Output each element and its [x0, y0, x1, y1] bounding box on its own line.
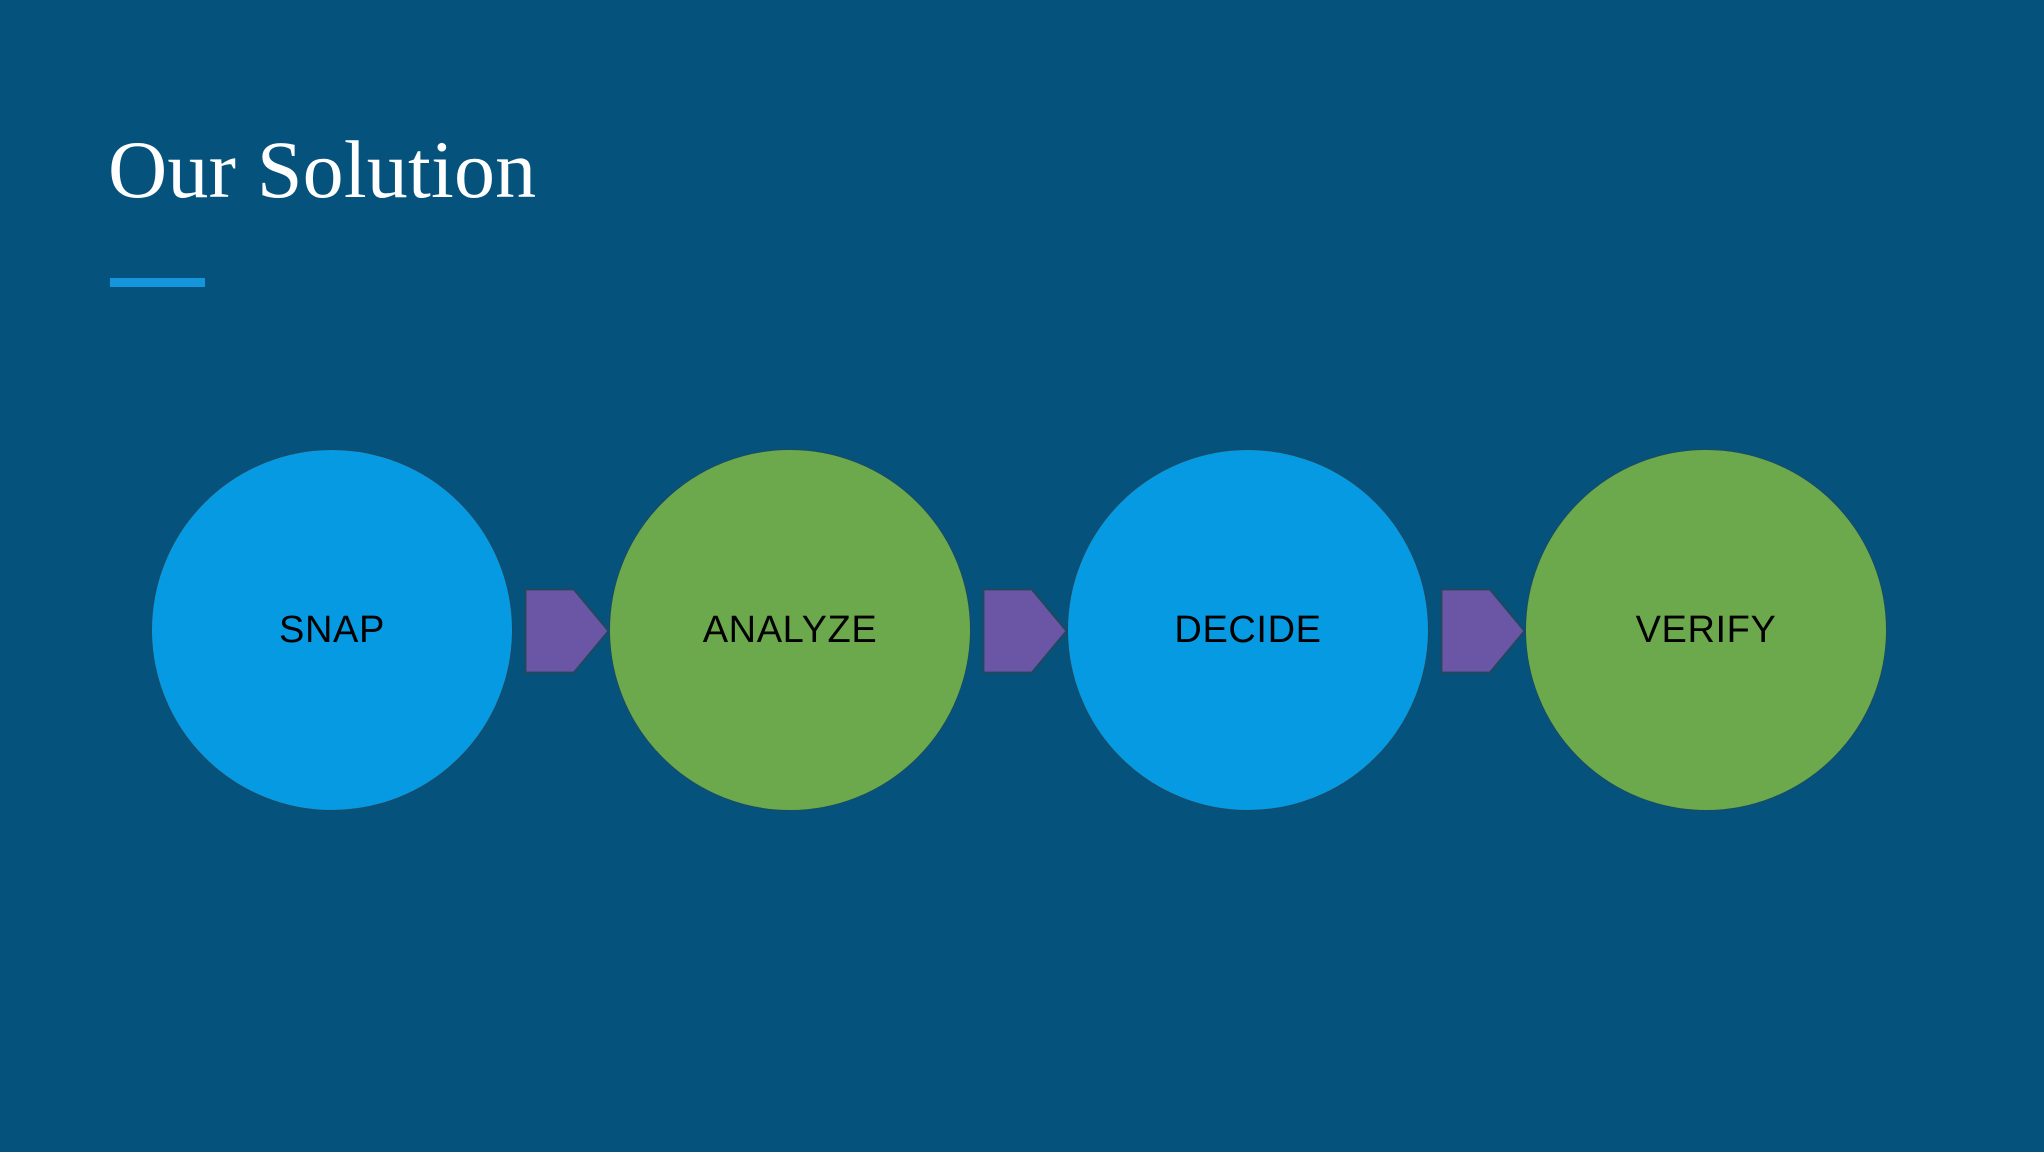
process-step-verify[interactable]: VERIFY: [1525, 449, 1887, 811]
title-block: Our Solution: [108, 124, 1308, 287]
arrow-right-icon: [524, 588, 611, 675]
process-step-label: VERIFY: [1635, 609, 1777, 651]
page-title: Our Solution: [108, 124, 537, 215]
process-step-label: SNAP: [279, 609, 385, 651]
process-step-label: ANALYZE: [702, 609, 878, 651]
process-step-decide[interactable]: DECIDE: [1067, 449, 1429, 811]
arrow-right-icon: [1440, 588, 1527, 675]
arrow-right-icon: [982, 588, 1069, 675]
process-step-snap[interactable]: SNAP: [151, 449, 513, 811]
title-accent-bar: [110, 278, 205, 287]
process-step-label: DECIDE: [1174, 609, 1322, 651]
process-step-analyze[interactable]: ANALYZE: [609, 449, 971, 811]
